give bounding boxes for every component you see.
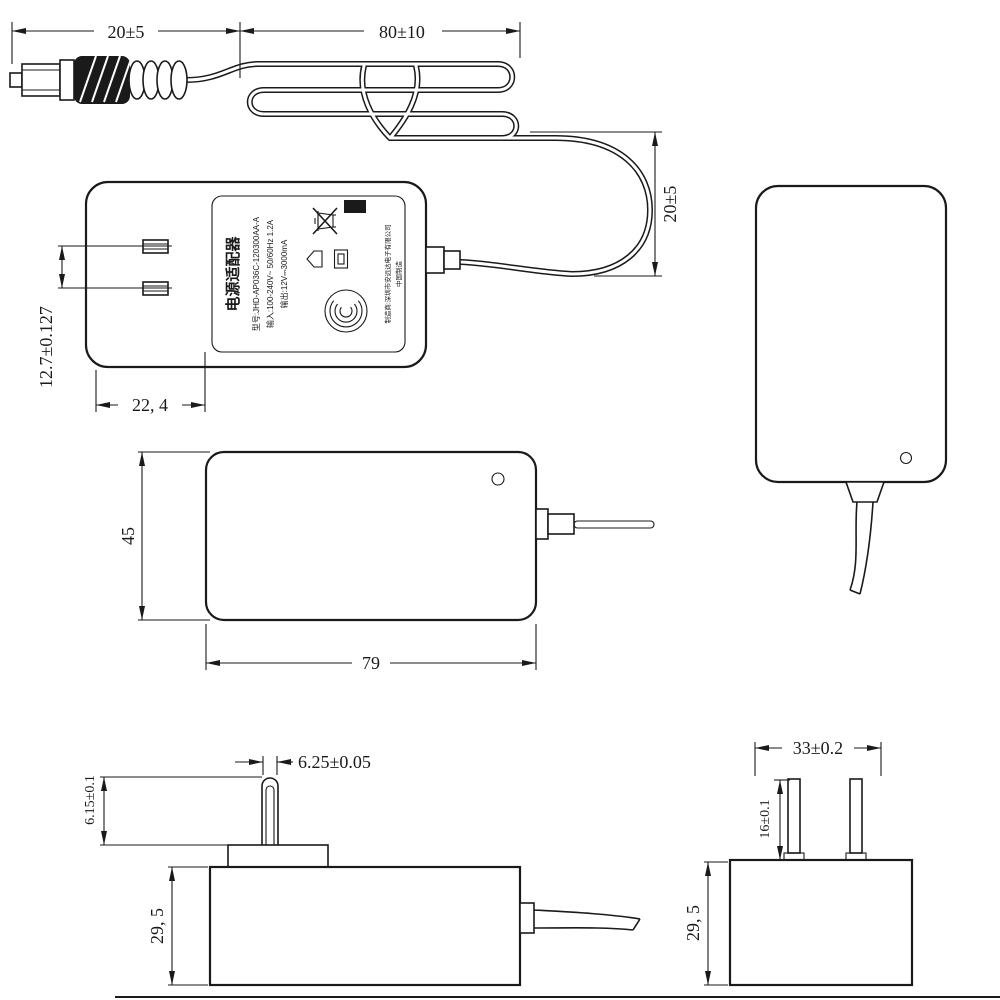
- cable-exit-bushing: [443, 250, 461, 270]
- label-maker-line: 制造商:深圳市安远达电子有限公司: [383, 224, 392, 323]
- dim-plug-length: 20±5: [11, 21, 241, 78]
- adapter-side-view-right: [728, 778, 914, 987]
- ccc-mark-icon: [324, 289, 368, 333]
- hanging-cable: [849, 501, 874, 595]
- dim-body-width: 45: [118, 451, 210, 621]
- pilot-hole: [491, 472, 505, 486]
- bushing-top-view: [547, 513, 575, 535]
- label-product-name: 电源适配器: [224, 236, 242, 312]
- dim-text-blade-span: 33±0.2: [793, 738, 843, 758]
- dc-barrel-plug: [9, 56, 188, 104]
- dim-text-blade-length: 16±0.1: [758, 799, 773, 838]
- dim-body-length: 79: [205, 624, 537, 673]
- cable-boss-top-view: [535, 508, 549, 540]
- plug-blade-side: [261, 777, 279, 847]
- dim-text-body-height-left: 29, 5: [147, 908, 167, 944]
- dim-blade-thickness: 6.15±0.1: [83, 775, 262, 846]
- dim-text-blade-thickness: 6.15±0.1: [83, 775, 98, 825]
- dim-blade-pitch: 12.7±0.127: [36, 245, 172, 388]
- dim-text-body-width: 45: [118, 527, 138, 545]
- dim-blade-offset: 22, 4: [95, 352, 206, 415]
- weee-icon: [312, 207, 338, 235]
- indoor-use-icon: [306, 250, 323, 268]
- plug-barrel: [21, 63, 61, 97]
- dim-text-blade-width: 6.25±0.05: [298, 752, 371, 772]
- dim-text-cable-bundle: 80±10: [379, 22, 425, 42]
- dim-blade-span: 33±0.2: [754, 738, 882, 776]
- dim-cable-drop: 20±5: [530, 131, 680, 277]
- cable-exit-boss: [425, 246, 445, 274]
- screw-hole: [899, 451, 913, 465]
- dim-body-height-left: 29, 5: [147, 866, 208, 986]
- dim-text-plug-length: 20±5: [108, 22, 145, 42]
- body-side-left: [208, 865, 522, 987]
- blade-right: [849, 778, 863, 854]
- label-black-bar: [344, 200, 366, 213]
- rating-label: 电源适配器 型号:JHD-AP036C-120300AA-A 输入:100-24…: [211, 195, 406, 353]
- plug-tip: [9, 72, 23, 88]
- cable-stub-side: [533, 909, 641, 931]
- dim-cable-bundle: 80±10: [240, 21, 521, 58]
- dim-blade-width: 6.25±0.05: [235, 752, 371, 775]
- label-origin-line: 中国制造: [394, 261, 403, 288]
- dim-text-blade-offset: 22, 4: [132, 395, 168, 415]
- blade-left: [787, 778, 801, 854]
- dim-text-body-length: 79: [362, 653, 380, 673]
- label-output-line: 输出:12V⎓3000mA: [279, 239, 289, 308]
- blade-base: [227, 844, 329, 868]
- cable-exit-neck: [844, 481, 886, 503]
- dim-text-cable-drop: 20±5: [660, 186, 680, 223]
- dim-body-height-right: 29, 5: [683, 861, 728, 986]
- label-model-line: 型号:JHD-AP036C-120300AA-A: [252, 216, 261, 331]
- adapter-front-view: 电源适配器 型号:JHD-AP036C-120300AA-A 输入:100-24…: [84, 180, 461, 369]
- dim-text-body-height-right: 29, 5: [683, 905, 703, 941]
- dim-blade-length: 16±0.1: [758, 779, 790, 860]
- adapter-back-view: [754, 184, 948, 595]
- cable-boss-side: [519, 902, 535, 934]
- body-side-right: [728, 858, 914, 987]
- adapter-side-view-left: [208, 777, 641, 987]
- label-input-line: 输入:100-240V~ 50/60Hz 1.2A: [265, 219, 275, 328]
- power-cable: [183, 61, 654, 278]
- plug-collar: [59, 59, 75, 101]
- cable-stub-top-view: [573, 520, 655, 529]
- strain-relief-ribs: [128, 60, 188, 100]
- class-ii-icon: [333, 249, 349, 269]
- dim-text-blade-pitch: 12.7±0.127: [36, 306, 56, 388]
- adapter-top-view: [204, 450, 655, 622]
